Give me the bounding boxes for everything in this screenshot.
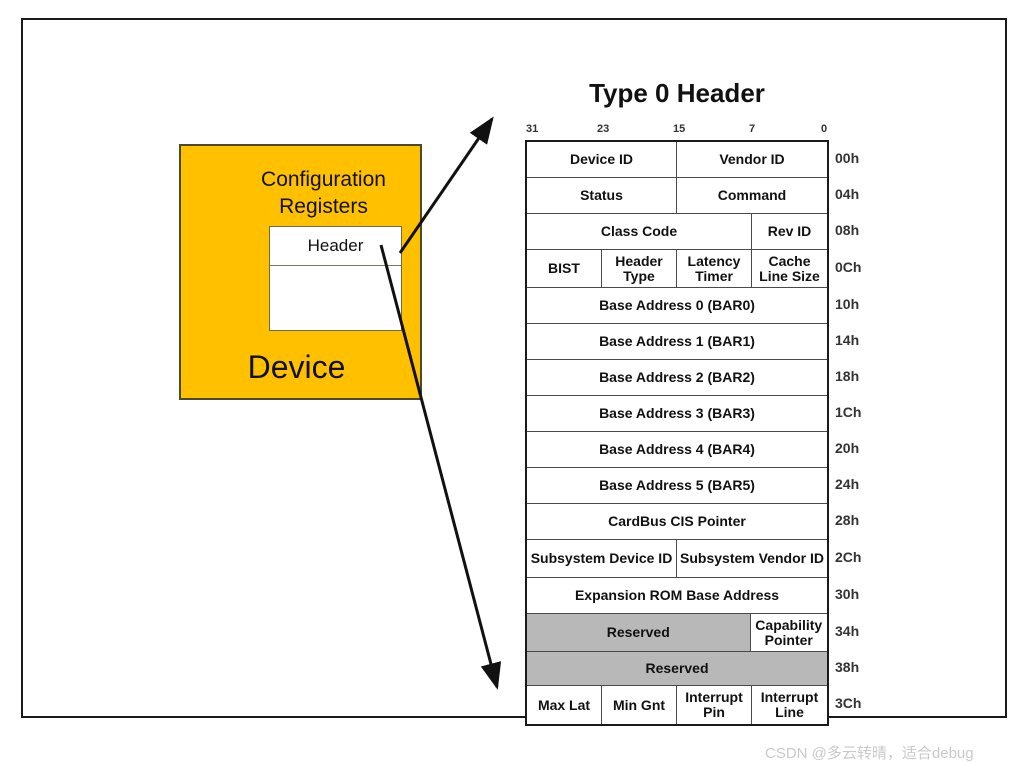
register-row-20h: Base Address 4 (BAR4) (527, 432, 827, 468)
offset-label-18h: 18h (835, 368, 860, 384)
register-field-base-address-3-bar3: Base Address 3 (BAR3) (527, 396, 827, 431)
bit-label-0: 0 (821, 123, 828, 135)
device-block: Configuration Registers Header Device (179, 144, 422, 400)
register-field-reserved: Reserved (527, 614, 751, 651)
offset-column: 00h 04h 08h 0Ch 10h 14h 18h 1Ch 20h 24h 28h 2Ch 30h 3… (835, 140, 881, 722)
offset-label-3ch: 3Ch (835, 695, 862, 711)
register-field-bist: BIST (527, 250, 602, 287)
register-row-30h: Expansion ROM Base Address (527, 578, 827, 614)
offset-label-0ch: 0Ch (835, 259, 862, 275)
register-field-latency-timer: Latency Timer (677, 250, 752, 287)
offset-label-2ch: 2Ch (835, 549, 862, 565)
other-registers-cell (270, 266, 401, 332)
bit-label-23: 23 (597, 123, 610, 135)
register-field-capability-pointer: Capability Pointer (750, 614, 827, 651)
device-label: Device (247, 349, 346, 385)
register-field-base-address-0-bar0: Base Address 0 (BAR0) (527, 288, 827, 323)
offset-label-24h: 24h (835, 476, 860, 492)
offset-label-20h: 20h (835, 440, 860, 456)
bit-label-7: 7 (749, 123, 756, 135)
configuration-registers-label: Configuration Registers (181, 166, 420, 220)
register-field-rev-id: Rev ID (752, 214, 827, 249)
config-label-line-1: Configuration (261, 168, 386, 191)
watermark: CSDN @多云转晴，适合debug (765, 745, 974, 762)
register-row-28h: CardBus CIS Pointer (527, 504, 827, 540)
register-field-base-address-5-bar5: Base Address 5 (BAR5) (527, 468, 827, 503)
register-row-14h: Base Address 1 (BAR1) (527, 324, 827, 360)
configuration-registers-box: Header (269, 226, 402, 331)
page-frame: Configuration Registers Header Device Ty… (21, 18, 1007, 762)
register-row-38h: Reserved (527, 652, 827, 686)
bit-label-31: 31 (526, 123, 539, 135)
offset-label-34h: 34h (835, 623, 860, 639)
offset-label-30h: 30h (835, 586, 860, 602)
register-row-24h: Base Address 5 (BAR5) (527, 468, 827, 504)
offset-label-08h: 08h (835, 222, 860, 238)
offset-label-10h: 10h (835, 296, 860, 312)
register-field-interrupt-pin: Interrupt Pin (677, 686, 752, 724)
offset-label-28h: 28h (835, 512, 860, 528)
offset-label-1ch: 1Ch (835, 404, 862, 420)
register-field-min-gnt: Min Gnt (602, 686, 677, 724)
register-field-base-address-4-bar4: Base Address 4 (BAR4) (527, 432, 827, 467)
register-field-cache-line-size: Cache Line Size (752, 250, 827, 287)
register-field-base-address-1-bar1: Base Address 1 (BAR1) (527, 324, 827, 359)
offset-label-38h: 38h (835, 659, 860, 675)
register-field-interrupt-line: Interrupt Line (752, 686, 827, 724)
register-row-10h: Base Address 0 (BAR0) (527, 288, 827, 324)
offset-label-14h: 14h (835, 332, 860, 348)
offset-label-00h: 00h (835, 150, 860, 166)
register-field-reserved: Reserved (527, 652, 827, 685)
register-field-expansion-rom-base-address: Expansion ROM Base Address (527, 578, 827, 613)
register-field-cardbus-cis-pointer: CardBus CIS Pointer (527, 504, 827, 539)
register-row-1ch: Base Address 3 (BAR3) (527, 396, 827, 432)
register-field-device-id: Device ID (527, 142, 677, 177)
register-field-status: Status (527, 178, 677, 213)
register-field-subsystem-device-id: Subsystem Device ID (527, 540, 677, 577)
register-field-class-code: Class Code (527, 214, 752, 249)
register-field-vendor-id: Vendor ID (677, 142, 827, 177)
page-title: Type 0 Header (589, 78, 765, 108)
register-field-subsystem-vendor-id: Subsystem Vendor ID (677, 540, 827, 577)
bit-label-15: 15 (673, 123, 686, 135)
config-label-line-2: Registers (279, 195, 368, 218)
register-field-max-lat: Max Lat (527, 686, 602, 724)
header-cell: Header (270, 227, 401, 266)
bit-position-labels: 31 23 15 7 0 (525, 123, 829, 138)
register-field-base-address-2-bar2: Base Address 2 (BAR2) (527, 360, 827, 395)
register-field-header-type: Header Type (602, 250, 677, 287)
register-row-18h: Base Address 2 (BAR2) (527, 360, 827, 396)
offset-label-04h: 04h (835, 186, 860, 202)
register-field-command: Command (677, 178, 827, 213)
